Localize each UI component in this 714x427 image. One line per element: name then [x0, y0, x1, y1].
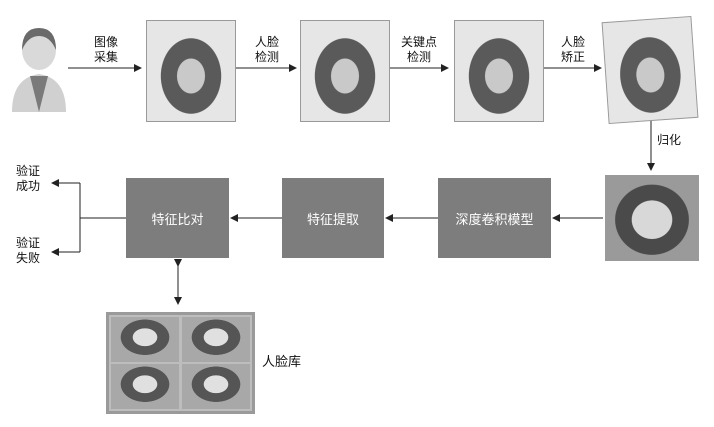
- result-success: 验证 成功: [15, 164, 40, 193]
- result-fail: 验证 失败: [15, 236, 40, 265]
- step-label-correct: 人脸 矫正: [560, 35, 585, 64]
- gallery-face-3: [111, 364, 179, 409]
- photo-keypoints: [454, 20, 544, 122]
- gallery-face-2: [182, 317, 250, 362]
- step-label-detect: 人脸 检测: [254, 35, 279, 64]
- step-label-acquire: 图像 采集: [93, 35, 118, 64]
- photo-acquired: [146, 20, 236, 122]
- face-gallery: [106, 312, 255, 414]
- gallery-face-1: [111, 317, 179, 362]
- box-feature-extraction: 特征提取: [282, 178, 384, 258]
- step-label-keypoint: 关键点 检测: [400, 35, 437, 64]
- box-feature-comparison: 特征比对: [126, 178, 229, 258]
- photo-corrected: [601, 15, 699, 125]
- gallery-face-4: [182, 364, 250, 409]
- photo-normalized: [605, 175, 699, 261]
- box-deep-conv-model: 深度卷积模型: [438, 178, 551, 258]
- step-label-normalize: 归化: [657, 133, 682, 147]
- gallery-label: 人脸库: [262, 355, 302, 370]
- photo-detected: [300, 20, 390, 122]
- user-silhouette-icon: [12, 28, 66, 112]
